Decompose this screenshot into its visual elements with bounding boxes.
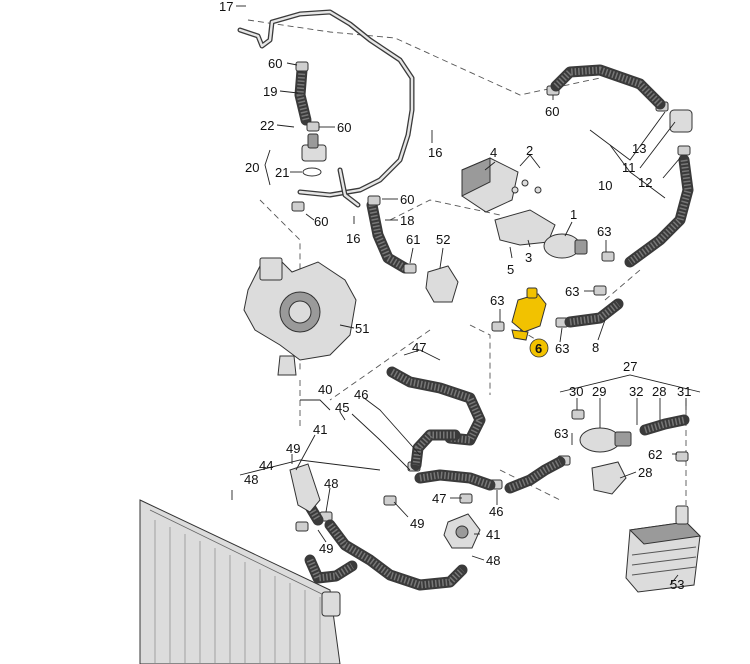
part-3-bracket-and-pump-1 bbox=[494, 179, 588, 259]
callout-52: 52 bbox=[436, 232, 450, 247]
callout-31: 31 bbox=[677, 384, 691, 399]
callout-28: 28 bbox=[638, 465, 652, 480]
callout-16: 16 bbox=[346, 231, 360, 246]
callout-11: 11 bbox=[622, 160, 636, 175]
callout-41: 41 bbox=[313, 422, 327, 437]
radiator bbox=[139, 499, 341, 664]
hose-clips bbox=[291, 61, 689, 532]
callout-46: 46 bbox=[489, 504, 503, 519]
callout-49: 49 bbox=[286, 441, 300, 456]
part-52-sensor bbox=[425, 265, 459, 303]
callout-63: 63 bbox=[565, 284, 579, 299]
callout-44: 44 bbox=[259, 458, 273, 473]
callout-60: 60 bbox=[337, 120, 351, 135]
callout-48: 48 bbox=[244, 472, 258, 487]
upper-right-hoses bbox=[550, 64, 694, 268]
callout-3: 3 bbox=[525, 250, 532, 265]
thermostat-housing-flange bbox=[301, 133, 327, 177]
callout-48: 48 bbox=[486, 553, 500, 568]
callout-27: 27 bbox=[623, 359, 637, 374]
callout-41: 41 bbox=[486, 527, 500, 542]
callout-4: 4 bbox=[490, 145, 497, 160]
callout-1: 1 bbox=[570, 207, 577, 222]
part-6-highlighted-valve bbox=[511, 287, 547, 341]
callout-63: 63 bbox=[554, 426, 568, 441]
callout-60: 60 bbox=[268, 56, 282, 71]
callout-28: 28 bbox=[652, 384, 666, 399]
part-41-flange bbox=[443, 513, 481, 549]
callout-51: 51 bbox=[355, 321, 369, 336]
callout-5: 5 bbox=[507, 262, 514, 277]
callout-16: 16 bbox=[428, 145, 442, 160]
callout-63: 63 bbox=[555, 341, 569, 356]
callout-62: 62 bbox=[648, 447, 662, 462]
callout-21: 21 bbox=[275, 165, 289, 180]
callout-60: 60 bbox=[314, 214, 328, 229]
part-29-aux-pump bbox=[579, 427, 632, 495]
callout-48: 48 bbox=[324, 476, 338, 491]
callout-63: 63 bbox=[490, 293, 504, 308]
callout-6: 6 bbox=[535, 341, 542, 356]
callout-30: 30 bbox=[569, 384, 583, 399]
callout-63: 63 bbox=[597, 224, 611, 239]
part-6-badge bbox=[529, 338, 549, 358]
callout-60: 60 bbox=[545, 104, 559, 119]
callout-49: 49 bbox=[410, 516, 424, 531]
callout-32: 32 bbox=[629, 384, 643, 399]
callout-13: 13 bbox=[632, 141, 646, 156]
callout-61: 61 bbox=[406, 232, 420, 247]
callout-10: 10 bbox=[598, 178, 612, 193]
upper-left-hoses bbox=[294, 64, 411, 274]
lower-radiator-hoses bbox=[304, 519, 468, 591]
callout-60: 60 bbox=[400, 192, 414, 207]
callout-19: 19 bbox=[263, 84, 277, 99]
callout-22: 22 bbox=[260, 118, 274, 133]
callout-47: 47 bbox=[432, 491, 446, 506]
part-4-bracket-block bbox=[461, 157, 519, 213]
part-44-pipe-fitting bbox=[289, 463, 321, 513]
metal-coolant-pipe bbox=[237, 9, 415, 208]
leader-lines bbox=[231, 5, 701, 586]
callout-18: 18 bbox=[400, 213, 414, 228]
callout-49: 49 bbox=[319, 541, 333, 556]
callout-40: 40 bbox=[318, 382, 332, 397]
callout-29: 29 bbox=[592, 384, 606, 399]
part-51-pump-housing bbox=[243, 257, 357, 376]
callout-47: 47 bbox=[412, 340, 426, 355]
callout-46: 46 bbox=[354, 387, 368, 402]
callout-12: 12 bbox=[638, 175, 652, 190]
callout-2: 2 bbox=[526, 143, 533, 158]
callout-17: 17 bbox=[219, 0, 233, 14]
middle-hoses bbox=[294, 298, 690, 526]
callout-45: 45 bbox=[335, 400, 349, 415]
callout-20: 20 bbox=[245, 160, 259, 175]
callout-53: 53 bbox=[670, 577, 684, 592]
part-53-oil-cooler bbox=[625, 505, 702, 593]
callout-8: 8 bbox=[592, 340, 599, 355]
callout-labels: 17 60 19 22 60 20 21 16 60 18 60 16 61 5… bbox=[219, 0, 691, 592]
